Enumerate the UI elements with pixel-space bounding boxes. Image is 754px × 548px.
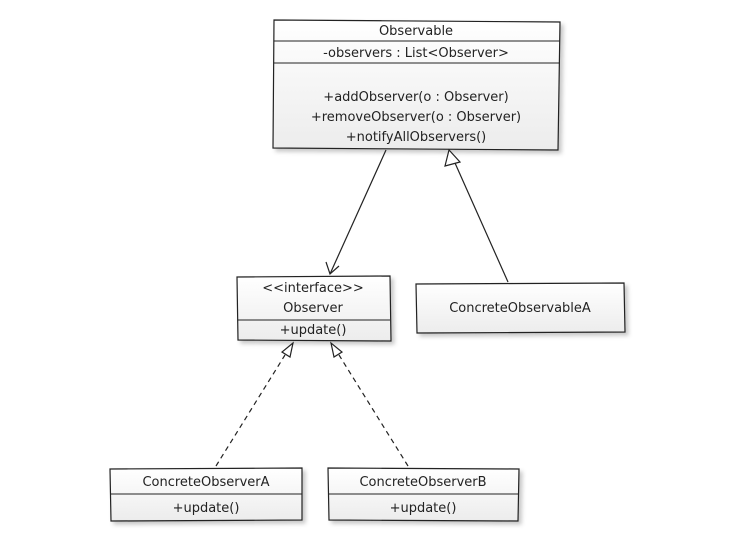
class-observable-name: Observable	[379, 24, 453, 39]
class-concrete-observer-b-content: ConcreteObserverB +update()	[328, 475, 519, 516]
class-concrete-observable-a-name: ConcreteObservableA	[449, 301, 591, 316]
class-observer-name: Observer	[283, 301, 343, 316]
class-observable-method: +notifyAllObservers()	[346, 130, 487, 145]
class-concrete-observer-a-name: ConcreteObserverA	[142, 475, 269, 490]
hollow-triangle-icon	[280, 341, 294, 358]
edge-observable-to-observer	[325, 149, 387, 276]
class-observer-content: <<interface>> Observer +update()	[238, 281, 390, 338]
class-observable-content: Observable -observers : List<Observer> +…	[274, 24, 560, 145]
class-observable-method: +removeObserver(o : Observer)	[311, 110, 521, 125]
edge-concrete-observable-a-to-observable	[444, 148, 509, 283]
hollow-triangle-icon	[330, 341, 344, 358]
class-observer-stereotype: <<interface>>	[262, 281, 364, 296]
class-concrete-observer-b-name: ConcreteObserverB	[359, 475, 486, 490]
class-observer	[236, 275, 392, 342]
edge-concrete-observer-a-to-observer	[215, 341, 294, 467]
class-concrete-observer-b-method: +update()	[390, 501, 457, 516]
class-observer-method: +update()	[280, 323, 347, 338]
class-concrete-observer-a-content: ConcreteObserverA +update()	[110, 475, 302, 516]
class-observable-attribute: -observers : List<Observer>	[323, 46, 509, 61]
edge-concrete-observer-b-to-observer	[330, 341, 409, 467]
open-arrowhead-icon	[325, 261, 340, 276]
hollow-triangle-icon	[444, 148, 462, 167]
class-observable-method: +addObserver(o : Observer)	[323, 90, 508, 105]
class-concrete-observable-a	[415, 282, 626, 334]
class-observable	[272, 19, 561, 151]
class-concrete-observer-a-method: +update()	[173, 501, 240, 516]
